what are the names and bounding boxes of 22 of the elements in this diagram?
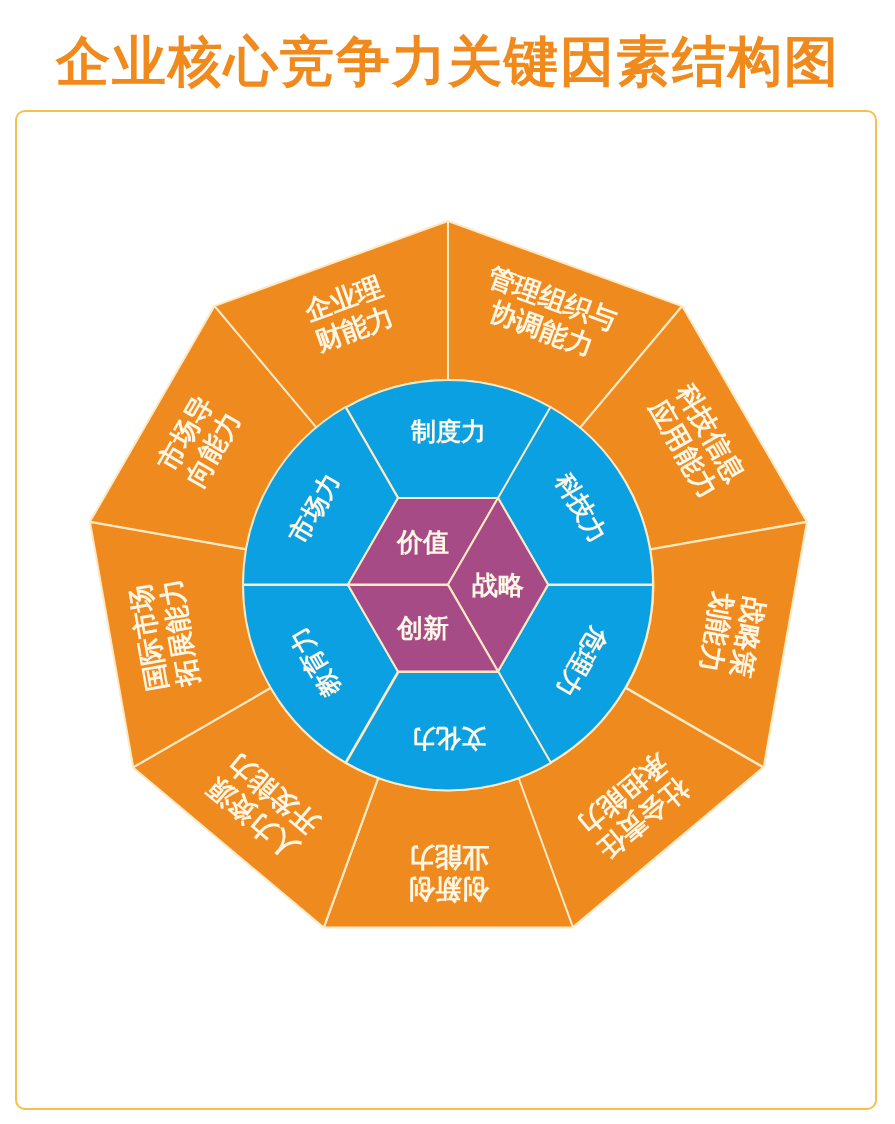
segment-label: 文化力: [409, 723, 487, 753]
segment-label: 市场导向能力: [150, 389, 247, 493]
segment-label: 战略策划能力: [693, 588, 771, 682]
segment-label: 社会责任承担能力: [570, 746, 696, 866]
segment-label: 国际市场拓展能力: [123, 575, 206, 695]
segment-label: 教育力: [283, 621, 348, 702]
diagram-title: 企业核心竞争力关键因素结构图: [54, 30, 841, 94]
segment-label: 管理组织与协调能力: [482, 260, 622, 364]
segment-label: 制度力: [409, 417, 487, 447]
segment-label: 创新创业能力: [406, 841, 490, 905]
segment-label: 战略: [471, 569, 525, 601]
segment-label: 价值: [396, 526, 450, 557]
inner-ring-segment: [345, 671, 551, 790]
segment-label: 市场力: [283, 468, 348, 549]
inner-ring-segment: [243, 407, 398, 585]
segment-label: 企业理财能力: [299, 270, 400, 359]
inner-ring-segment: [345, 380, 551, 499]
segment-label: 危理力: [548, 621, 613, 702]
segment-label: 创新: [396, 612, 450, 644]
segment-label: 科技力: [548, 468, 613, 549]
segment-label: 科技信息应用能力: [642, 377, 753, 505]
segment-label: 人力资源开发能力: [200, 746, 326, 866]
